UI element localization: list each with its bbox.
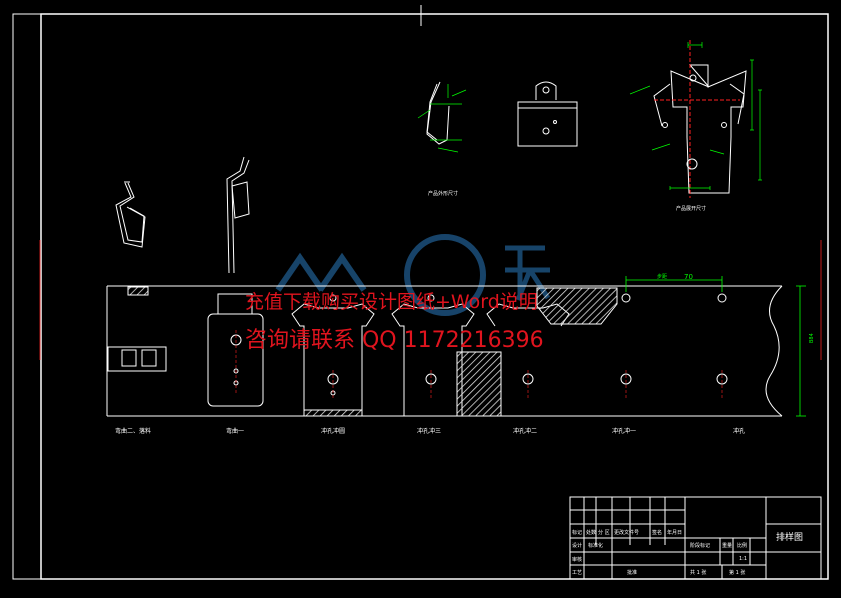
side-view-b <box>226 156 250 274</box>
watermark-line-2: 咨询请联系 QQ 1172216396 <box>245 328 544 353</box>
tb-title: 排样图 <box>776 533 804 543</box>
tb-sheet-total: 共 1 张 <box>690 570 707 576</box>
side-view-a <box>115 181 146 248</box>
station-centerlines <box>235 330 723 400</box>
tb-col-sign: 签名 <box>652 530 663 536</box>
bent-piece <box>207 313 264 407</box>
tb-designer: 设计 <box>572 543 583 549</box>
product-side-view <box>417 81 467 153</box>
strip-width-dim: B84 <box>809 333 815 343</box>
tb-col-zone: 分 区 <box>598 530 610 536</box>
product-flat-view <box>629 40 762 198</box>
step-label-4: 冲孔冲三 <box>417 428 442 435</box>
pitch-label: 步距 <box>657 274 668 280</box>
tb-review: 审核 <box>572 557 583 563</box>
tb-col-count: 处数 <box>586 530 597 536</box>
trim-hatch-right <box>536 287 618 325</box>
strip-dimensions <box>625 276 806 417</box>
trim-hatch-top-left <box>127 286 149 296</box>
tb-weight: 重量 <box>722 543 733 549</box>
tb-process: 工艺 <box>572 570 583 576</box>
tb-col-date: 年月日 <box>667 530 683 536</box>
inner-frame <box>40 13 829 580</box>
step-label-3: 冲孔冲圆 <box>321 428 346 435</box>
product-flat-view-label: 产品展开尺寸 <box>676 206 707 212</box>
step-label-7: 冲孔 <box>733 428 746 435</box>
product-bent-view <box>517 81 578 147</box>
blank-station-1 <box>291 303 375 417</box>
tb-stage-mark: 阶段标记 <box>690 543 711 549</box>
step-label-2: 弯曲一 <box>226 428 245 435</box>
step-label-1: 弯曲二、落料 <box>115 428 152 435</box>
tb-col-mark: 标记 <box>572 530 583 536</box>
tb-sheet-no: 第 1 张 <box>729 570 746 576</box>
scrap-hatch <box>456 351 502 417</box>
tb-col-docno: 更改文件号 <box>614 530 640 536</box>
pitch-value: 70 <box>684 273 693 281</box>
logo-watermark <box>275 234 551 316</box>
step-label-6: 冲孔冲一 <box>612 428 637 435</box>
tb-approve: 批准 <box>627 570 638 576</box>
tb-ratio: 比例 <box>737 543 748 549</box>
cutoff-area <box>107 346 167 372</box>
strip-layout <box>106 285 783 417</box>
product-side-view-label: 产品外形尺寸 <box>428 191 459 197</box>
tb-scale: 1:1 <box>739 556 748 562</box>
tb-standard: 标准化 <box>588 543 604 549</box>
title-block <box>569 496 822 580</box>
step-label-5: 冲孔冲二 <box>513 428 538 435</box>
watermark-line-1: 充值下载购买设计图纸+Word说明 <box>245 291 538 313</box>
blank-station-2 <box>391 303 475 417</box>
